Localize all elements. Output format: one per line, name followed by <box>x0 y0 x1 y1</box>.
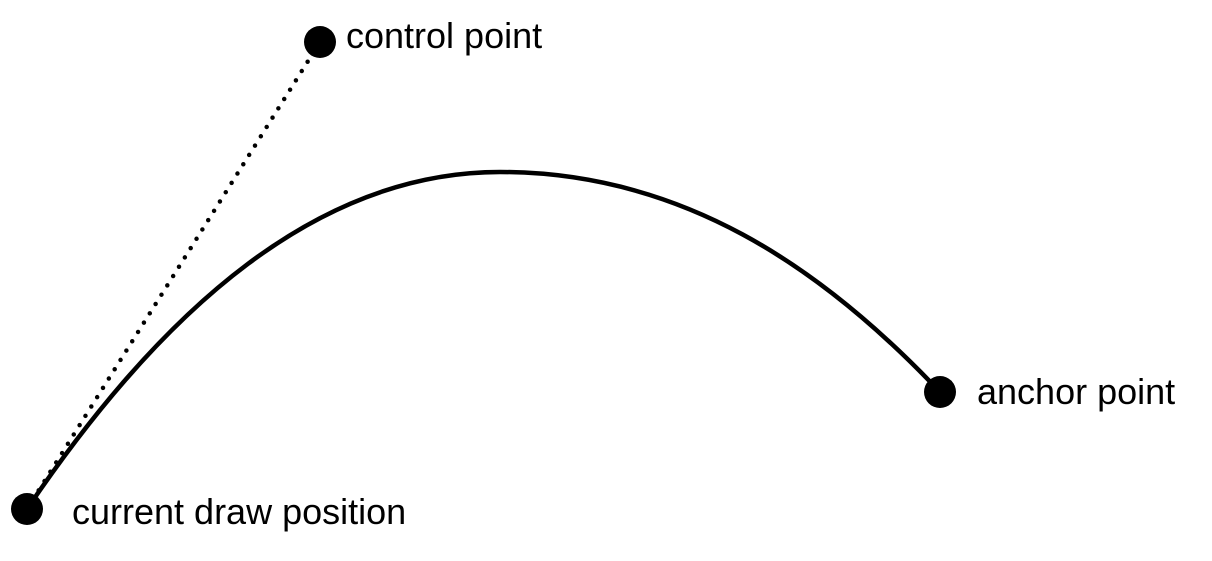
control-point-dot <box>304 26 336 58</box>
anchor-point-label: anchor point <box>977 371 1176 412</box>
curve-path <box>24 169 943 512</box>
current-draw-position-label: current draw position <box>72 491 407 532</box>
control-point-label: control point <box>346 15 543 56</box>
anchor-point-dot <box>924 376 956 408</box>
current-draw-position-dot <box>11 493 43 525</box>
control-tangent-dotted-line <box>24 39 323 512</box>
